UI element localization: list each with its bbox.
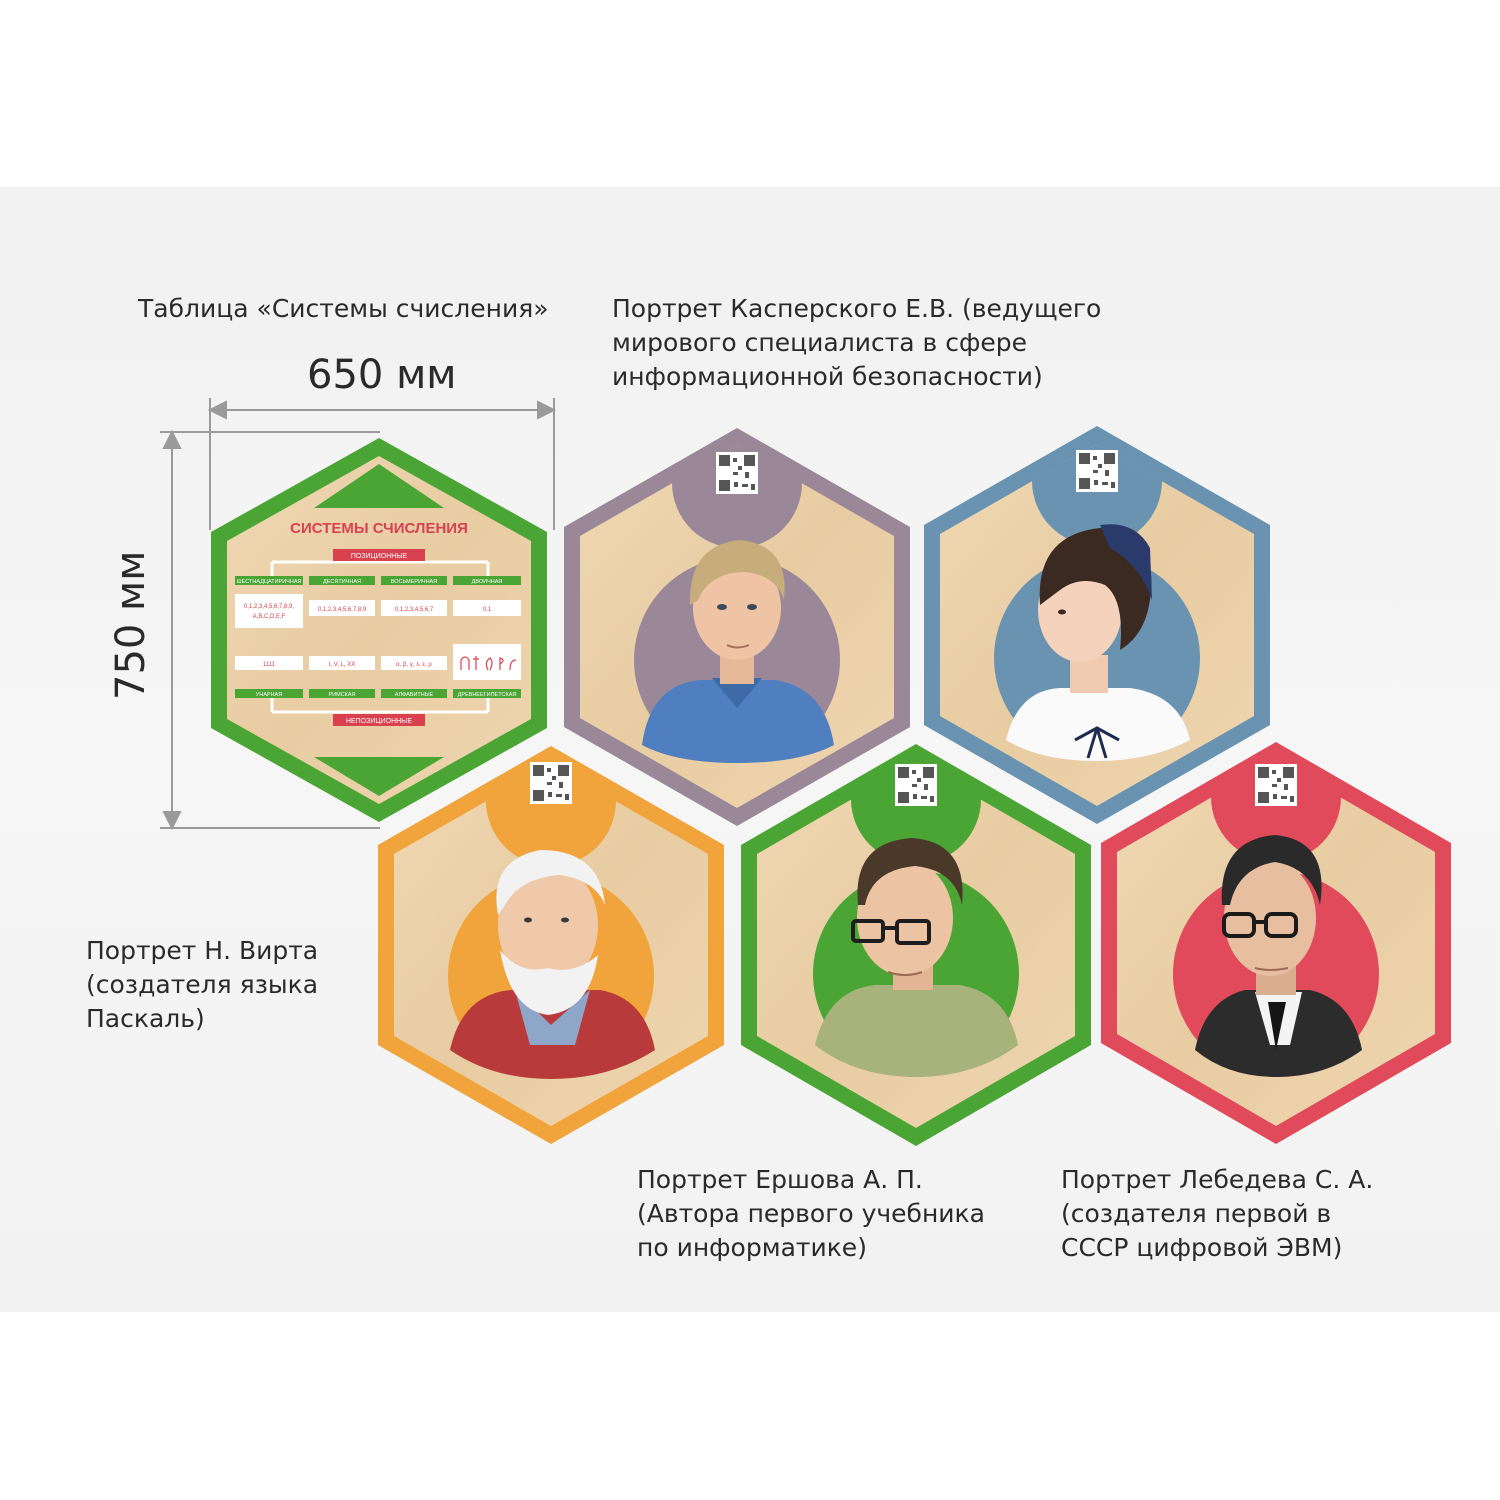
digits: 1111 <box>263 662 276 668</box>
digits: α, β, γ, λ, ε, ρ <box>396 662 432 668</box>
lebedev-portrait-panel <box>1101 742 1451 1144</box>
kaspersky-portrait-image <box>642 540 834 763</box>
nonpositional-label: НЕПОЗИЦИОННЫЕ <box>346 718 412 725</box>
caption-wirth: Портрет Н. Вирта (создателя языка Паскал… <box>86 936 319 1033</box>
wirth-portrait-panel <box>378 746 724 1144</box>
qr-code-icon <box>895 764 937 806</box>
table-title: СИСТЕМЫ СЧИСЛЕНИЯ <box>290 520 468 537</box>
lebedev-portrait-image <box>1195 835 1362 1077</box>
digits: 0,1,2,3,4,5,6,7,8,9 <box>318 607 367 613</box>
system-name: ШЕСТНАДЦАТИРИЧНАЯ <box>237 579 302 585</box>
positional-label: ПОЗИЦИОННЫЕ <box>351 553 408 560</box>
height-dimension-line <box>160 429 380 831</box>
caption-lebedev: Портрет Лебедева С. А. (создателя первой… <box>1061 1165 1374 1262</box>
system-name: АЛФАВИТНЫЕ <box>395 692 434 698</box>
system-name: ДВОИЧНАЯ <box>472 579 503 585</box>
digits: 0,1 <box>483 607 492 613</box>
positional-system-headers: ШЕСТНАДЦАТИРИЧНАЯ ДЕСЯТИЧНАЯ ВОСЬМЕРИЧНА… <box>235 576 521 585</box>
bottom-triangle-icon <box>314 757 444 796</box>
system-name: УНАРНАЯ <box>256 692 282 698</box>
top-triangle-icon <box>314 464 444 508</box>
nonpositional-digit-boxes: 1111 I, V, L, XX α, β, γ, λ, ε, ρ <box>235 644 521 680</box>
wirth-portrait-image <box>450 850 655 1079</box>
qr-code-icon <box>716 452 758 494</box>
qr-code-icon <box>1255 764 1297 806</box>
qr-code-icon <box>1076 450 1118 492</box>
positional-digit-boxes: 0,1,2,3,4,5,6,7,8,9, A,B,C,D,E,F 0,1,2,3… <box>235 594 521 628</box>
system-name: РИМСКАЯ <box>328 692 355 698</box>
nonpositional-system-headers: УНАРНАЯ РИМСКАЯ АЛФАВИТНЫЕ ДРЕВНЕЕГИПЕТС… <box>235 689 521 698</box>
caption-ershov: Портрет Ершова А. П. (Автора первого уче… <box>637 1165 985 1262</box>
width-dimension-label: 650 мм <box>307 352 457 398</box>
caption-kaspersky: Портрет Касперского Е.В. (ведущего миров… <box>612 294 1102 391</box>
lady-portrait-panel <box>924 426 1270 824</box>
ershov-portrait-image <box>815 838 1018 1077</box>
svg-text:0,1,2,3,4,5,6,7,8,9,: 0,1,2,3,4,5,6,7,8,9, <box>244 604 294 610</box>
ershov-portrait-panel <box>741 744 1091 1146</box>
number-systems-table-panel: СИСТЕМЫ СЧИСЛЕНИЯ ПОЗИЦИОННЫЕ НЕПОЗИЦИОН… <box>211 438 547 822</box>
lady-portrait-image <box>1006 524 1190 761</box>
kaspersky-portrait-panel <box>564 428 910 826</box>
qr-code-icon <box>530 762 572 804</box>
digits: I, V, L, XX <box>329 662 355 668</box>
system-name: ДРЕВНЕЕГИПЕТСКАЯ <box>458 692 517 698</box>
svg-text:A,B,C,D,E,F: A,B,C,D,E,F <box>253 614 286 620</box>
caption-table: Таблица «Системы счисления» <box>138 294 549 323</box>
system-name: ВОСЬМЕРИЧНАЯ <box>391 579 437 585</box>
width-dimension-line <box>207 398 557 530</box>
system-name: ДЕСЯТИЧНАЯ <box>323 579 361 585</box>
digits: 0,1,2,3,4,5,6,7 <box>395 607 434 613</box>
hieroglyphs-icon <box>460 656 517 671</box>
